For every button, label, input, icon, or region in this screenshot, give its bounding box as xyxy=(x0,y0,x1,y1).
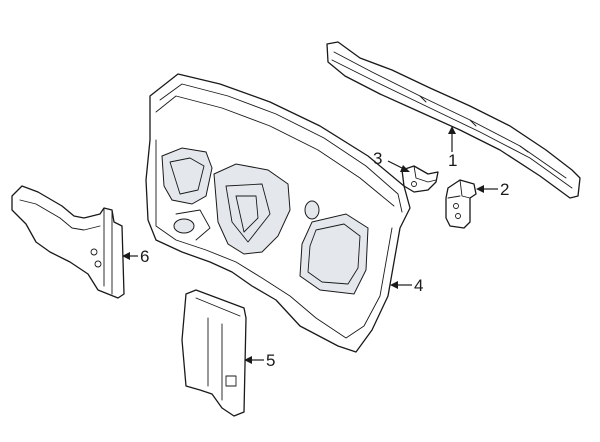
callout-3-label: 3 xyxy=(373,149,382,168)
callout-6-label: 6 xyxy=(140,247,149,266)
callout-1-label: 1 xyxy=(448,151,457,170)
part-3-small-bracket xyxy=(401,165,439,193)
callout-1: 1 xyxy=(448,126,457,170)
part-5-lower-insulator xyxy=(181,289,247,417)
callout-4: 4 xyxy=(390,276,423,295)
part-1-upper-rail xyxy=(326,41,581,199)
callout-5-label: 5 xyxy=(266,351,275,370)
callout-6: 6 xyxy=(122,247,149,266)
callout-2: 2 xyxy=(476,180,509,199)
callout-3: 3 xyxy=(373,149,410,172)
callout-5: 5 xyxy=(244,351,275,370)
part-2-bracket xyxy=(445,179,477,229)
part-6-left-insulator xyxy=(11,185,125,299)
callout-2-label: 2 xyxy=(500,180,509,199)
part-4-dash-panel xyxy=(145,73,411,353)
callout-4-label: 4 xyxy=(414,276,423,295)
